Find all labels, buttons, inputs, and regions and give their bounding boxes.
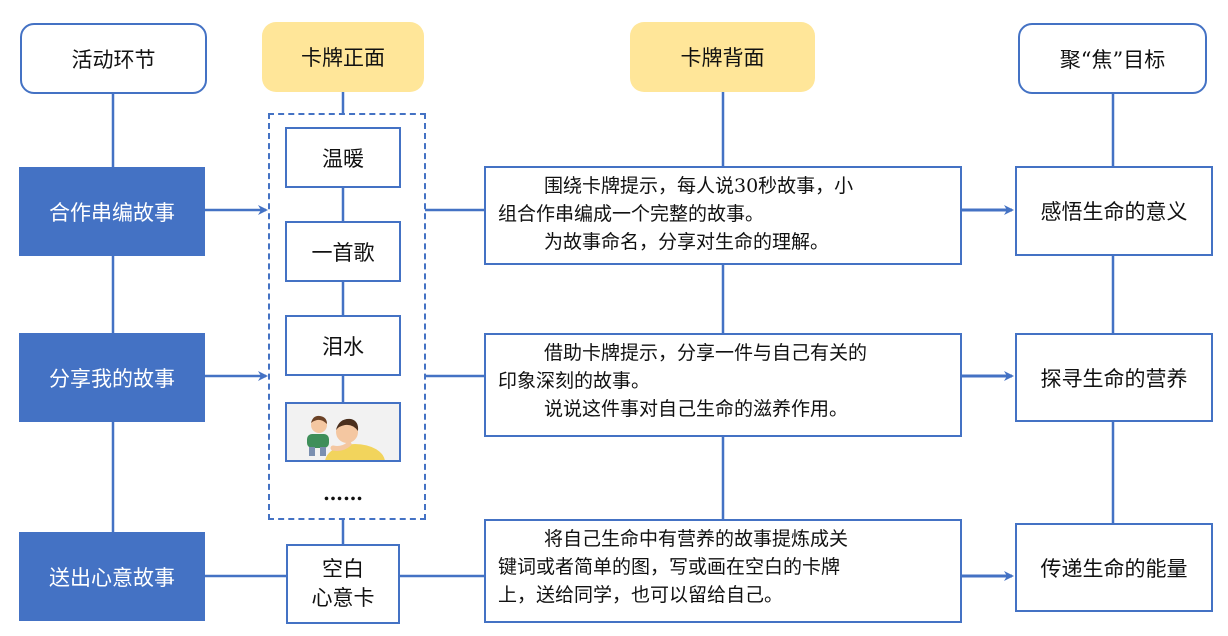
header-card-back: 卡牌背面 [630, 22, 815, 92]
description-2: 借助卡牌提示，分享一件与自己有关的 印象深刻的故事。 说说这件事对自己生命的滋养… [484, 333, 962, 437]
parent-child-illustration-icon [287, 404, 399, 460]
goal-2-label: 探寻生命的营养 [1040, 366, 1188, 391]
goal-2: 探寻生命的营养 [1015, 333, 1213, 422]
goal-1: 感悟生命的意义 [1015, 166, 1213, 256]
more-cards-ellipsis: …… [285, 478, 401, 508]
description-2-line-1: 借助卡牌提示，分享一件与自己有关的 [544, 342, 868, 364]
front-card-picture [285, 402, 401, 462]
front-card-warmth: 温暖 [285, 127, 401, 188]
front-card-song-label: 一首歌 [311, 240, 375, 265]
activity-step-2-label: 分享我的故事 [49, 366, 175, 391]
front-card-group [268, 113, 426, 520]
blank-heart-card: 空白 心意卡 [286, 544, 400, 624]
activity-step-2: 分享我的故事 [19, 333, 205, 422]
blank-card-line-2: 心意卡 [311, 586, 375, 610]
header-card-front: 卡牌正面 [262, 22, 424, 92]
header-activity: 活动环节 [20, 23, 207, 94]
front-card-tears-label: 泪水 [322, 334, 364, 359]
description-2-line-2: 印象深刻的故事。 [498, 370, 651, 392]
description-3-line-1: 将自己生命中有营养的故事提炼成关 [544, 528, 849, 550]
header-goal: 聚“焦”目标 [1018, 23, 1207, 94]
header-card-back-label: 卡牌背面 [680, 46, 765, 70]
goal-3: 传递生命的能量 [1015, 523, 1213, 612]
blank-card-line-1: 空白 [322, 557, 364, 581]
activity-step-1: 合作串编故事 [19, 167, 205, 256]
description-1: 围绕卡牌提示，每人说30秒故事，小 组合作串编成一个完整的故事。 为故事命名，分… [484, 166, 962, 265]
header-goal-label: 聚“焦”目标 [1059, 47, 1166, 72]
description-1-line-1: 围绕卡牌提示，每人说30秒故事，小 [544, 175, 854, 197]
front-card-tears: 泪水 [285, 315, 401, 376]
description-2-line-3: 说说这件事对自己生命的滋养作用。 [544, 398, 849, 420]
activity-step-1-label: 合作串编故事 [49, 200, 175, 225]
description-1-line-2: 组合作串编成一个完整的故事。 [498, 203, 765, 225]
header-activity-label: 活动环节 [71, 47, 156, 72]
description-3-line-2: 键词或者简单的图，写或画在空白的卡牌 [498, 556, 841, 578]
front-card-warmth-label: 温暖 [322, 146, 364, 171]
goal-3-label: 传递生命的能量 [1040, 556, 1188, 581]
activity-step-3-label: 送出心意故事 [49, 565, 175, 590]
description-3-line-3: 上，送给同学，也可以留给自己。 [498, 584, 784, 606]
description-3: 将自己生命中有营养的故事提炼成关 键词或者简单的图，写或画在空白的卡牌 上，送给… [484, 519, 962, 623]
header-card-front-label: 卡牌正面 [301, 46, 385, 70]
description-1-line-3: 为故事命名，分享对生命的理解。 [544, 231, 830, 253]
ellipsis-label: …… [323, 481, 363, 505]
activity-step-3: 送出心意故事 [19, 532, 205, 621]
front-card-song: 一首歌 [285, 221, 401, 282]
goal-1-label: 感悟生命的意义 [1040, 200, 1188, 224]
